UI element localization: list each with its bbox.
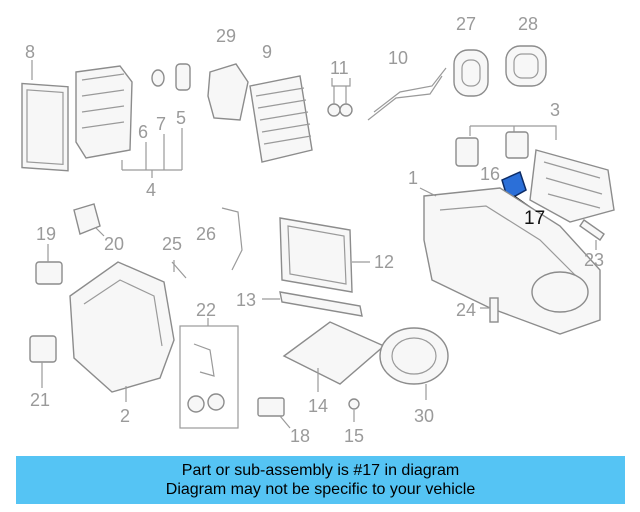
label-9: 9	[262, 42, 272, 62]
part-25-bolt	[171, 260, 187, 279]
label-16: 16	[480, 164, 500, 184]
part-14-lower-housing	[282, 321, 386, 392]
label-10: 10	[388, 48, 408, 68]
part-16-actuator	[455, 131, 529, 167]
part-29-bracket	[207, 63, 249, 121]
part-7-oring	[151, 69, 165, 87]
part-23-screw	[579, 219, 605, 250]
part-15-plug	[348, 398, 360, 422]
info-banner: Part or sub-assembly is #17 in diagram D…	[16, 456, 625, 504]
part-3-upper-housing	[529, 149, 615, 223]
label-24: 24	[456, 300, 476, 320]
label-29: 29	[216, 26, 236, 46]
callout-labels: 8 6 7 5 4 29 9 11 10 27 28 3 16 1 17 19 …	[25, 14, 604, 446]
label-15: 15	[344, 426, 364, 446]
label-25: 25	[162, 234, 182, 254]
label-27: 27	[456, 14, 476, 34]
part-22-kit-box	[179, 318, 239, 429]
label-5: 5	[176, 108, 186, 128]
part-18-module	[257, 397, 291, 429]
label-23: 23	[584, 250, 604, 270]
part-20-bracket	[73, 203, 105, 237]
parts-diagram: 8 6 7 5 4 29 9 11 10 27 28 3 16 1 17 19 …	[21, 14, 615, 446]
label-2: 2	[120, 406, 130, 426]
part-19-actuator	[35, 244, 63, 285]
label-4: 4	[146, 180, 156, 200]
part-5-valve	[175, 63, 191, 91]
label-14: 14	[308, 396, 328, 416]
label-21: 21	[30, 390, 50, 410]
part-21-actuator	[29, 335, 57, 388]
part-1-main-housing	[419, 187, 601, 335]
part-8-filter	[21, 60, 69, 172]
label-22: 22	[196, 300, 216, 320]
part-13-strip	[262, 291, 363, 317]
banner-line-2: Diagram may not be specific to your vehi…	[165, 481, 476, 498]
label-26: 26	[196, 224, 216, 244]
part-28-gasket	[505, 45, 547, 87]
label-30: 30	[414, 406, 434, 426]
part-12-filter	[279, 217, 370, 293]
label-28: 28	[518, 14, 538, 34]
part-11-clips	[327, 78, 353, 117]
part-10-pipes	[367, 67, 447, 121]
label-19: 19	[36, 224, 56, 244]
label-20: 20	[104, 234, 124, 254]
label-7: 7	[156, 114, 166, 134]
label-17-highlighted: 17	[524, 208, 545, 229]
part-evaporator	[75, 65, 133, 159]
label-11: 11	[330, 58, 349, 78]
part-24-screw	[480, 297, 499, 323]
label-6: 6	[138, 122, 148, 142]
label-3: 3	[550, 100, 560, 120]
label-12: 12	[374, 252, 394, 272]
part-26-hose	[221, 207, 243, 271]
label-13: 13	[236, 290, 256, 310]
part-2-housing	[69, 261, 175, 402]
part-27-gasket	[453, 49, 489, 97]
part-30-blower	[379, 327, 449, 400]
label-18: 18	[290, 426, 310, 446]
label-1: 1	[408, 168, 418, 188]
part-9-heater-core	[249, 75, 313, 163]
banner-line-1: Part or sub-assembly is #17 in diagram	[181, 462, 460, 479]
label-8: 8	[25, 42, 35, 62]
